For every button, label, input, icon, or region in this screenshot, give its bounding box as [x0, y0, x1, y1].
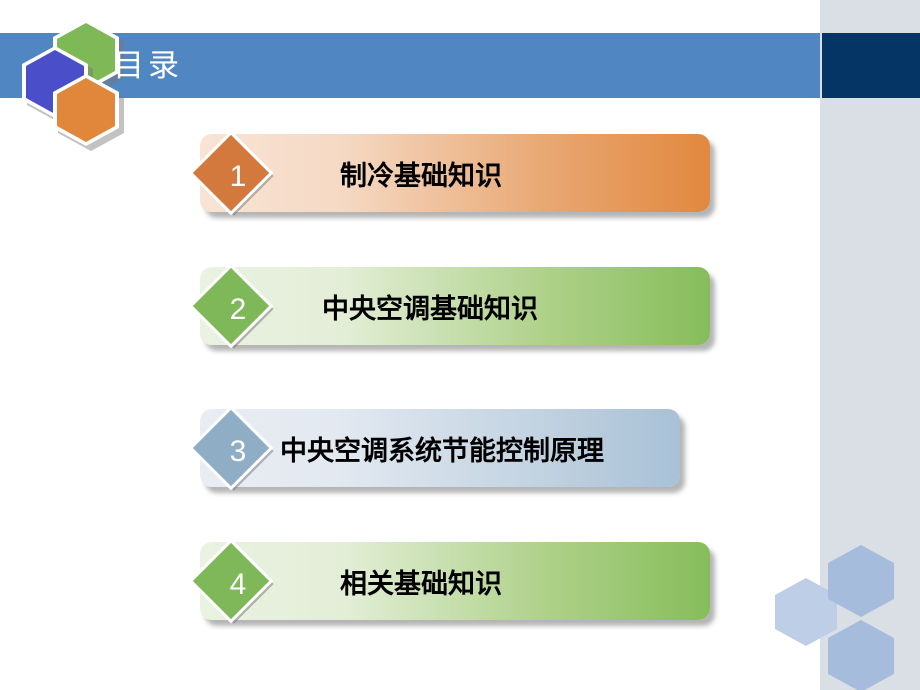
contents-item-2-bar [200, 267, 710, 345]
contents-item-1-badge: 1 [188, 130, 274, 216]
contents-item-1-bar [200, 134, 710, 212]
contents-item-1-label: 制冷基础知识 [340, 160, 502, 192]
contents-item-1[interactable]: 制冷基础知识 1 [188, 130, 720, 216]
contents-item-2-badge: 2 [188, 263, 274, 349]
contents-item-4-number: 4 [229, 568, 247, 601]
contents-item-4-bar [200, 542, 710, 620]
contents-item-3-label: 中央空调系统节能控制原理 [280, 435, 604, 467]
contents-item-3[interactable]: 中央空调系统节能控制原理 3 [188, 405, 690, 491]
contents-item-3-number: 3 [229, 435, 247, 468]
contents-item-4-label: 相关基础知识 [340, 568, 502, 600]
contents-item-2[interactable]: 中央空调基础知识 2 [188, 263, 720, 349]
contents-item-3-bar [200, 409, 680, 487]
contents-item-4-badge: 4 [188, 538, 274, 624]
contents-item-2-number: 2 [229, 293, 247, 326]
contents-item-2-label: 中央空调基础知识 [322, 293, 538, 325]
contents-item-4[interactable]: 相关基础知识 4 [188, 538, 720, 624]
contents-item-1-number: 1 [229, 160, 247, 193]
header-accent-block [822, 33, 920, 98]
page-title: 目录 [113, 48, 183, 84]
header-bar [0, 33, 820, 98]
decorative-hexagon-upper-icon [828, 545, 894, 617]
logo-hexagon-cluster [6, 18, 124, 151]
contents-item-3-badge: 3 [188, 405, 274, 491]
